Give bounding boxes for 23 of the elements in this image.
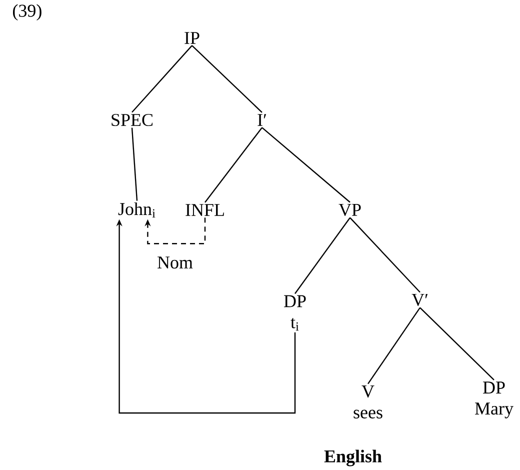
tree-label: IP xyxy=(184,32,200,44)
tree-label: DP t$_{i}$ xyxy=(284,295,306,331)
tree-label: INFL xyxy=(186,204,224,216)
tree-label: V sees xyxy=(354,386,382,418)
tree-branch xyxy=(420,307,494,380)
edge-label: Nom xyxy=(156,256,194,270)
tree-label: DP Mary xyxy=(475,382,514,418)
tree-branch xyxy=(131,128,138,201)
tree-branch xyxy=(262,127,350,203)
tree-label: SPEC xyxy=(112,114,153,126)
tree-label: V′ xyxy=(412,294,428,306)
tree-branch xyxy=(368,307,420,384)
tree-label: John$_{i}$ xyxy=(118,202,156,218)
tree-branch xyxy=(204,127,262,203)
tree-branch xyxy=(350,217,420,293)
tree-branch xyxy=(192,45,262,113)
tree-label: VP xyxy=(338,204,361,216)
tree-branch xyxy=(294,217,350,294)
dashed-arrow xyxy=(144,218,206,244)
tree-branch xyxy=(132,45,192,113)
example-number: (39) xyxy=(13,4,42,20)
caption: English xyxy=(324,450,382,466)
tree-label: I′ xyxy=(258,114,266,126)
